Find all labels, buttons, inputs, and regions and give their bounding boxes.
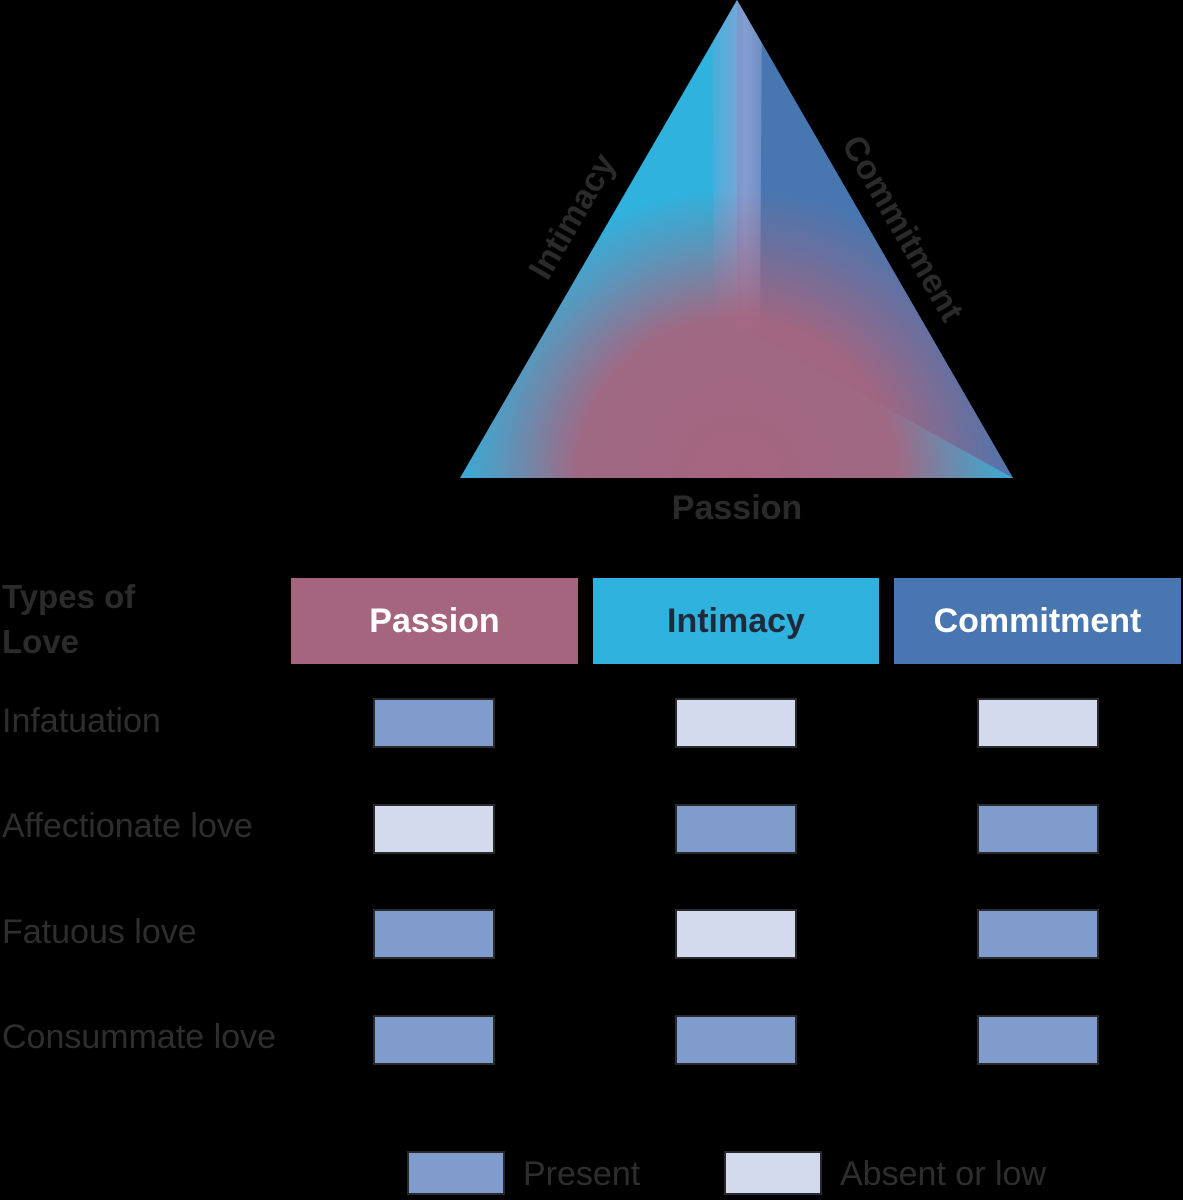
legend-label-absent-or-low: Absent or low [840, 1155, 1046, 1193]
cell-consummate-commitment [977, 1015, 1099, 1065]
legend-label-present: Present [523, 1155, 641, 1193]
column-header-intimacy: Intimacy [593, 578, 879, 664]
column-header-commitment: Commitment [894, 578, 1181, 664]
cell-affectionate-intimacy [675, 804, 797, 854]
cell-affectionate-passion [373, 804, 495, 854]
types-of-love-title: Types of Love [2, 578, 136, 660]
row-label-fatuous-love: Fatuous love [2, 913, 197, 951]
cell-affectionate-commitment [977, 804, 1099, 854]
triangle-passion-region [460, 170, 1013, 478]
cell-fatuous-commitment [977, 909, 1099, 959]
legend-swatch-present [407, 1151, 505, 1195]
column-header-passion: Passion [291, 578, 578, 664]
cell-fatuous-intimacy [675, 909, 797, 959]
cell-consummate-intimacy [675, 1015, 797, 1065]
cell-infatuation-passion [373, 698, 495, 748]
love-triangle-diagram: Intimacy Commitment Passion [460, 0, 1013, 527]
row-label-affectionate-love: Affectionate love [2, 807, 253, 845]
cell-infatuation-commitment [977, 698, 1099, 748]
cell-fatuous-passion [373, 909, 495, 959]
cell-consummate-passion [373, 1015, 495, 1065]
cell-infatuation-intimacy [675, 698, 797, 748]
legend-swatch-absent-or-low [724, 1151, 822, 1195]
row-label-infatuation: Infatuation [2, 702, 161, 740]
row-label-consummate-love: Consummate love [2, 1018, 277, 1056]
triangle-label-passion: Passion [672, 489, 802, 527]
